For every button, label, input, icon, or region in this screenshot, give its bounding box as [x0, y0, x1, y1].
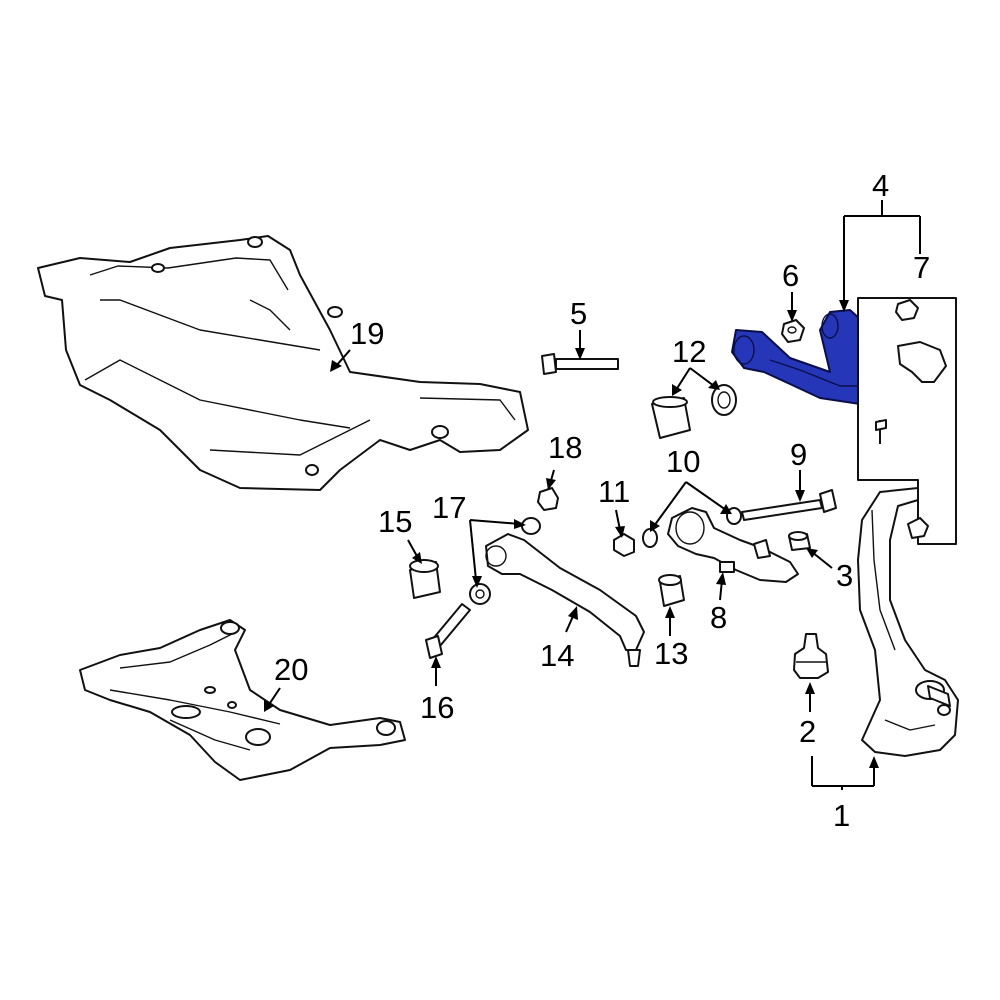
callout-19: 19: [350, 316, 384, 351]
callout-13: 13: [654, 636, 688, 671]
part-12-bushing[interactable]: [651, 384, 737, 439]
part-10-washers[interactable]: [642, 507, 742, 548]
part-13-bushing[interactable]: [658, 574, 685, 607]
callout-labels: 1 2 3 4 5 6 7 8 9 10 11 12 13 14 15 16 1…: [274, 168, 930, 833]
callout-12: 12: [672, 334, 706, 369]
callout-1: 1: [833, 798, 850, 833]
callout-9: 9: [790, 437, 807, 472]
callout-3: 3: [836, 558, 853, 593]
callout-14: 14: [540, 638, 574, 673]
part-8-lower-arm[interactable]: [667, 507, 799, 583]
callout-11: 11: [598, 474, 630, 509]
callout-20: 20: [274, 652, 308, 687]
part-11-nut[interactable]: [613, 533, 635, 557]
part-20-crossmember[interactable]: [79, 619, 406, 781]
callout-18: 18: [548, 430, 582, 465]
part-18-nut[interactable]: [537, 487, 559, 511]
part-7-ball-joint-kit[interactable]: [857, 297, 957, 545]
part-19-subframe[interactable]: [37, 235, 529, 491]
part-3-bushing[interactable]: [788, 531, 811, 551]
part-5-bolt[interactable]: [541, 353, 619, 375]
callout-8: 8: [710, 600, 727, 635]
callout-2: 2: [799, 714, 816, 749]
callout-6: 6: [782, 258, 799, 293]
callout-16: 16: [420, 690, 454, 725]
callout-5: 5: [570, 296, 587, 331]
callout-15: 15: [378, 504, 412, 539]
callout-10: 10: [666, 444, 700, 479]
part-9-bolt[interactable]: [741, 489, 837, 521]
part-1-steering-knuckle[interactable]: [857, 487, 959, 757]
callout-4: 4: [872, 168, 889, 203]
part-2-ball-joint[interactable]: [793, 633, 829, 679]
part-14-tension-strut[interactable]: [485, 533, 645, 667]
callout-17: 17: [432, 490, 466, 525]
part-16-bolt[interactable]: [425, 603, 471, 659]
part-6-nut[interactable]: [781, 319, 805, 343]
leader-lines: [264, 200, 921, 790]
callout-7: 7: [913, 250, 930, 285]
part-15-bushing[interactable]: [409, 559, 441, 599]
